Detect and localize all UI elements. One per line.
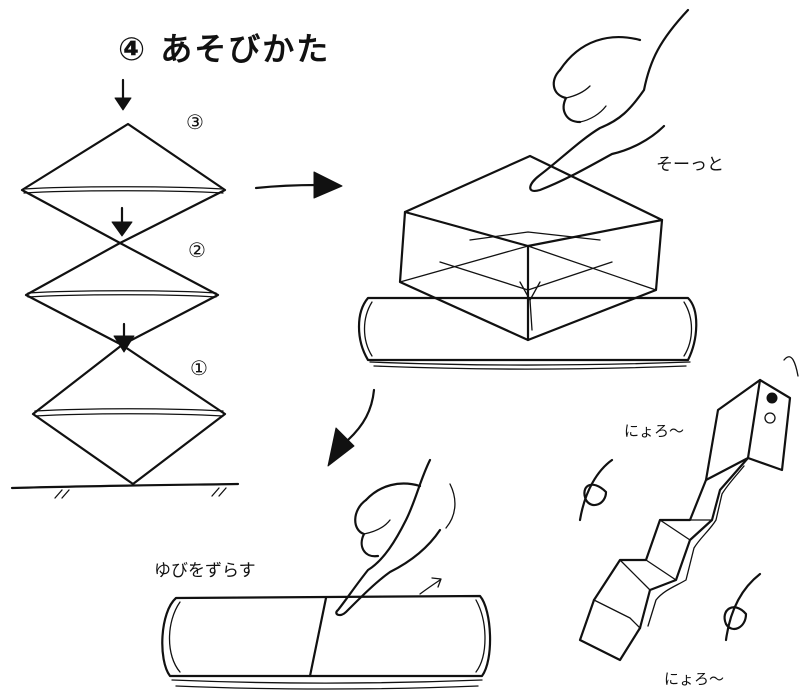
- caption-wiggle-top: にょろ〜: [624, 422, 685, 440]
- diamond-step-1: [31, 343, 227, 486]
- snake-toy-illustration: [578, 356, 799, 662]
- pointing-hand-icon: [529, 8, 690, 192]
- page-title: ④ あそびかた: [118, 30, 331, 68]
- caption-push-gently: そーっと: [656, 155, 724, 175]
- folded-diamond-stack: [10, 78, 240, 499]
- slide-finger-illustration: [161, 458, 492, 690]
- caption-wiggle-bottom: にょろ〜: [664, 670, 725, 688]
- down-arrow-icon: [114, 78, 132, 111]
- caption-slide-finger: ゆびをずらす: [154, 561, 256, 581]
- step-label-2: ②: [188, 238, 206, 262]
- press-box-illustration: [358, 8, 698, 370]
- step-label-3: ③: [186, 110, 204, 134]
- step-label-1: ①: [190, 356, 208, 380]
- pointing-hand-icon: [335, 458, 456, 617]
- down-arrow-icon: [111, 206, 133, 237]
- ground-line: [10, 482, 240, 499]
- right-arrow-icon: [254, 171, 343, 199]
- down-arrow-icon: [113, 322, 135, 353]
- down-left-arrow-icon: [327, 388, 376, 467]
